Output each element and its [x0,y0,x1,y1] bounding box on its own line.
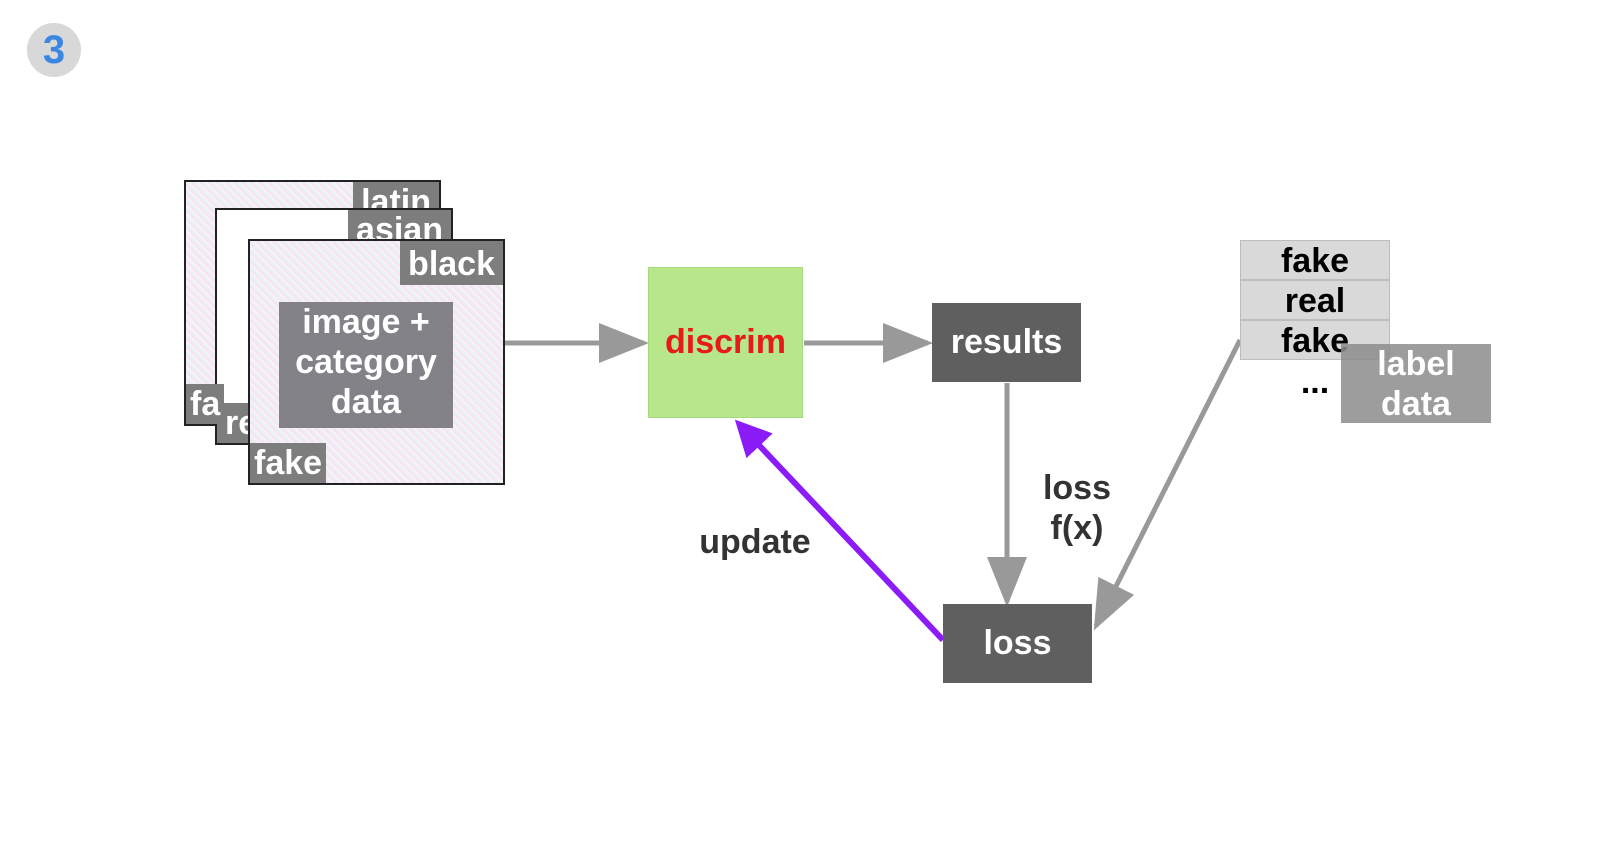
label-row: fake [1240,240,1390,280]
category-tag: asian [348,210,451,242]
label-ellipsis: ... [1300,363,1330,401]
label-data-caption: label data [1341,344,1491,423]
loss-box: loss [943,604,1092,683]
image-caption: image + category data [279,302,453,428]
results-box: results [932,303,1081,382]
image-card-3: black image + category data fake [248,239,505,485]
label-row: real [1240,280,1390,320]
caption-line: image + [302,303,430,341]
loss-function-label: loss f(x) [1030,468,1124,548]
arrow-labels-to-loss [1093,338,1243,631]
discriminator-box: discrim [648,267,803,418]
caption-line: label [1377,345,1455,383]
loss-fn-line: f(x) [1050,509,1104,547]
real-fake-tag: fake [250,443,327,483]
loss-fn-line: loss [1042,469,1112,507]
caption-line: data [1381,385,1451,423]
step-badge: 3 [27,23,81,77]
caption-line: category [295,343,437,381]
label-list: fake real fake [1240,240,1390,360]
caption-line: data [331,383,401,421]
update-label: update [699,523,811,561]
arrow-update [734,419,946,643]
category-tag: black [400,241,503,285]
real-fake-tag: fa [186,384,225,424]
